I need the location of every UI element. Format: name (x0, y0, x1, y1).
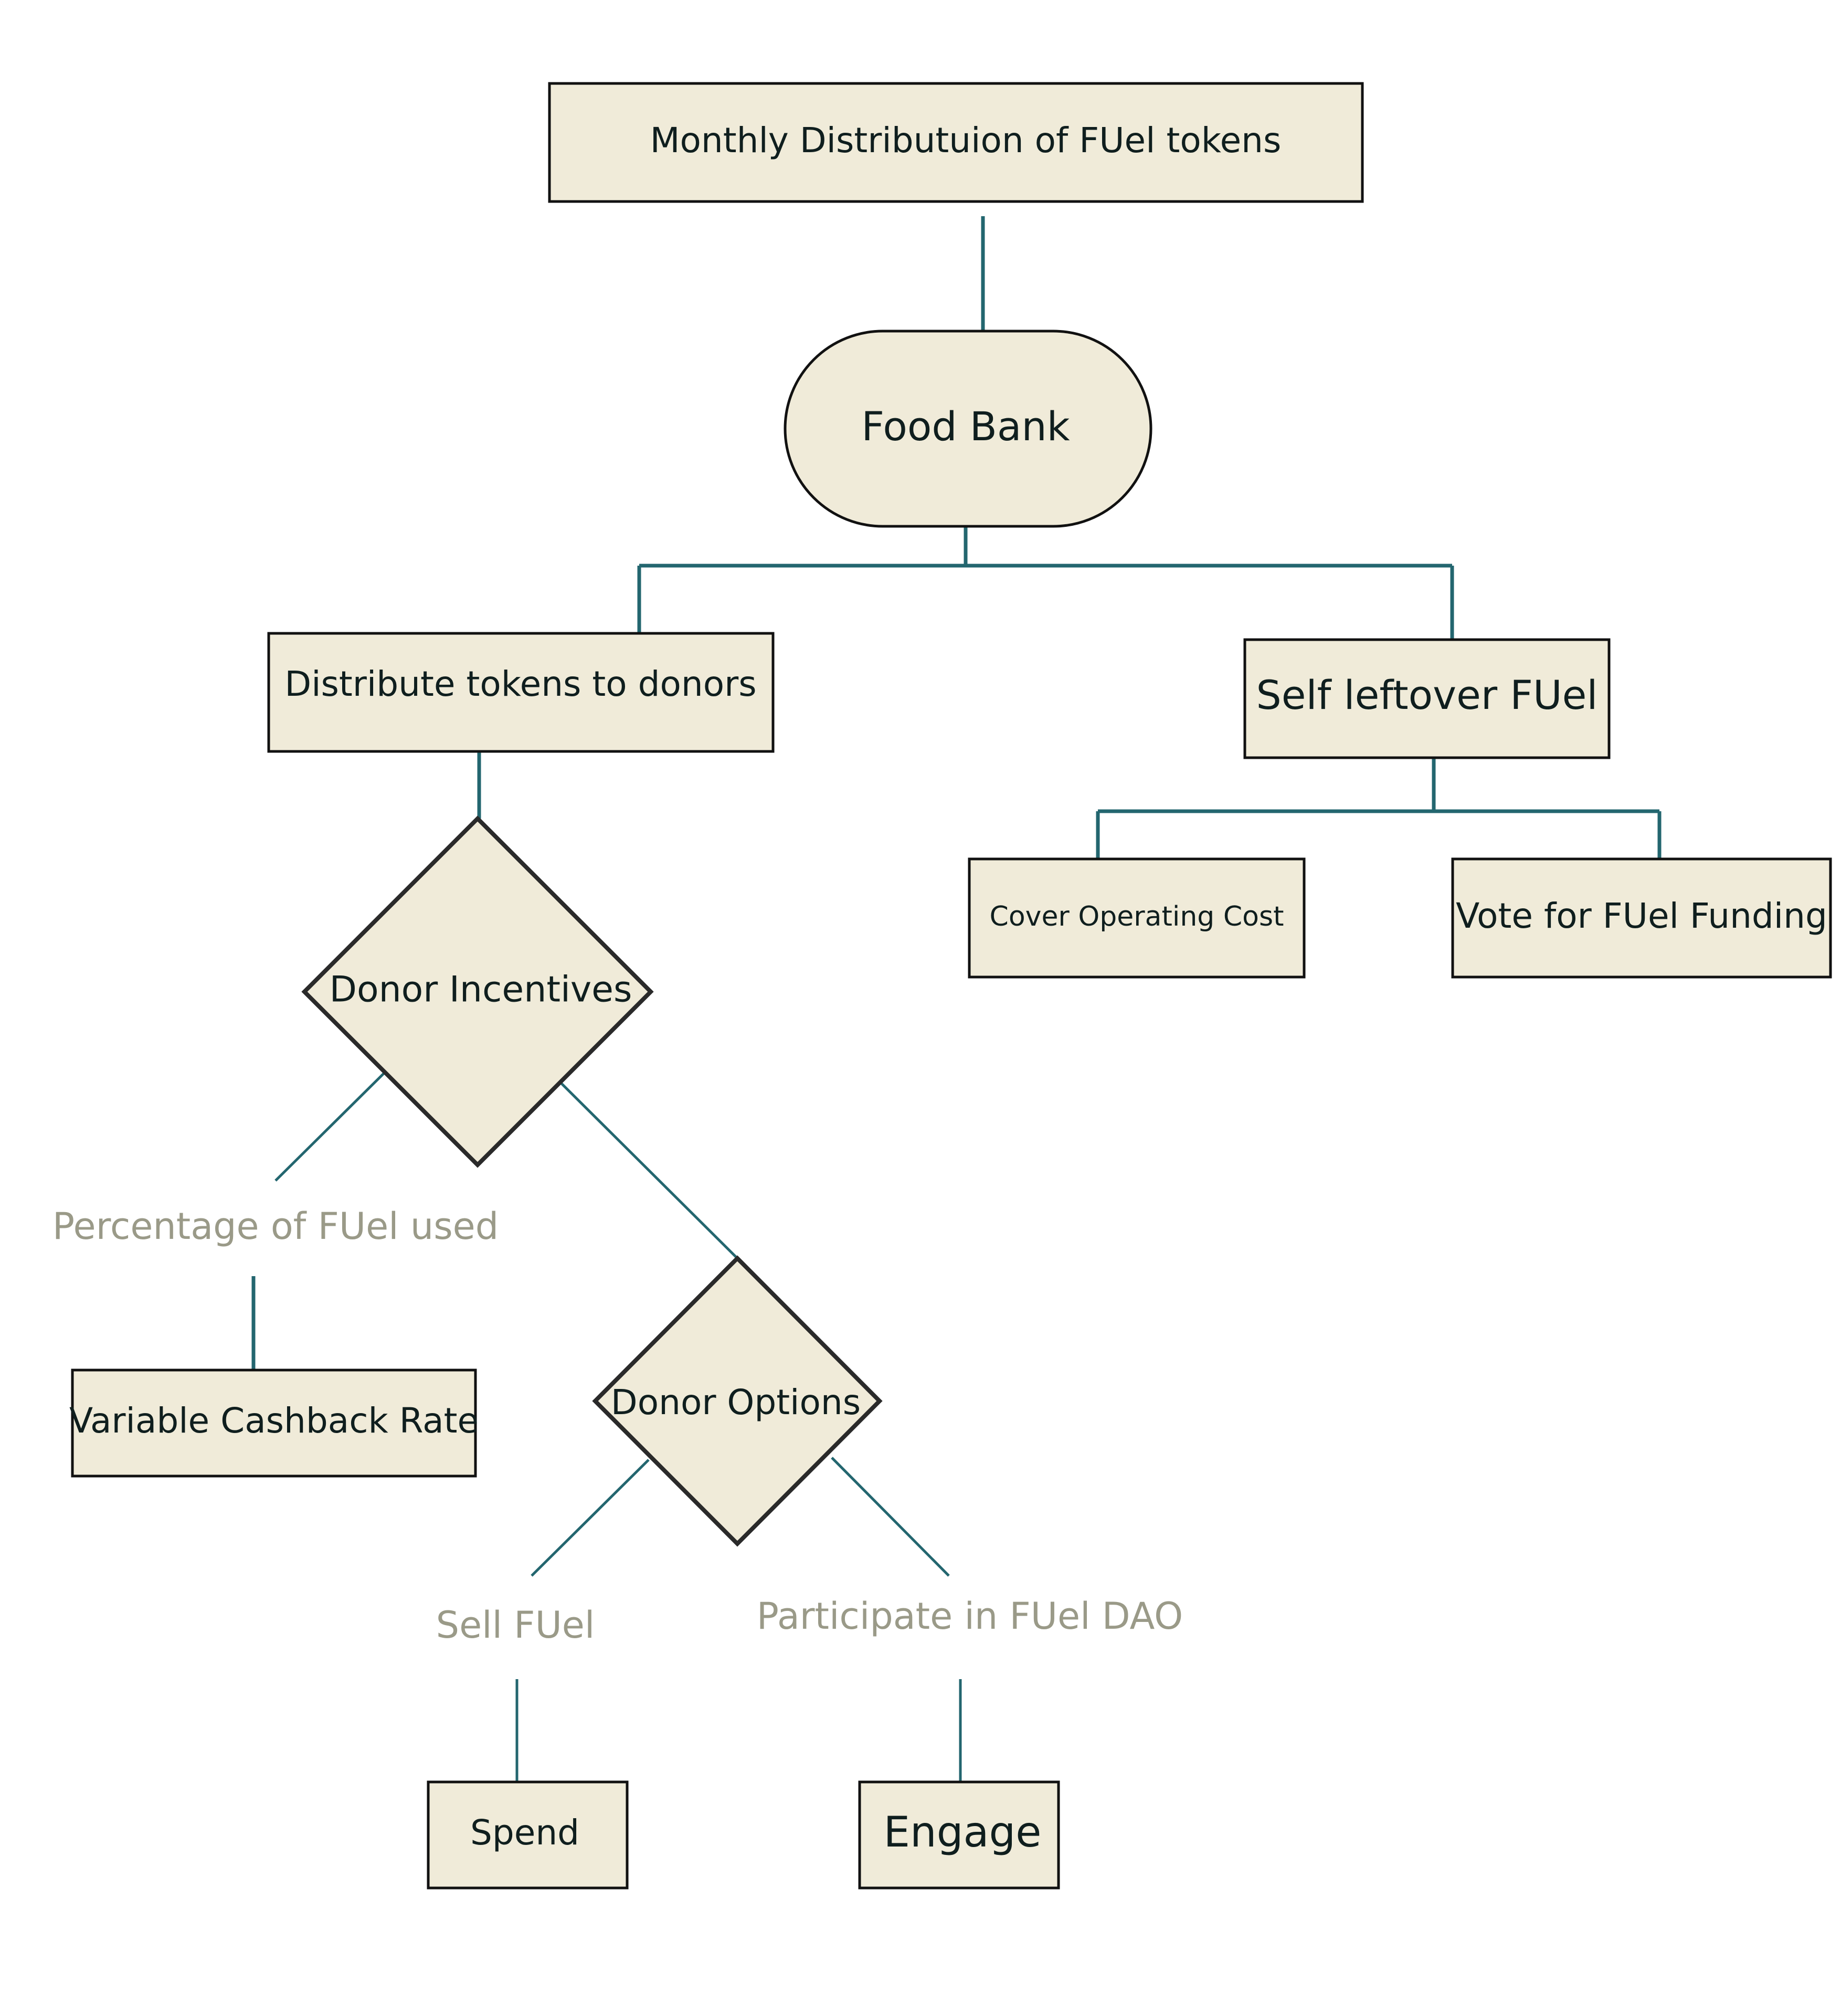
node-spend: Spend (427, 1780, 629, 1890)
node-self-leftover-label: Self leftover FUel (1256, 672, 1598, 718)
connectors (251, 216, 1662, 1781)
node-donor-incentives-label: Donor Incentives (330, 969, 632, 1011)
connector-options-to-sell (531, 1459, 650, 1577)
node-distribute-tokens-label: Distribute tokens to donors (284, 664, 756, 704)
node-self-leftover: Self leftover FUel (1243, 638, 1611, 759)
node-monthly-distribution-label: Monthly Distributuion of FUel tokens (650, 120, 1282, 161)
node-donor-options-label: Donor Options (611, 1382, 861, 1423)
node-donor-options: Donor Options (592, 1255, 883, 1547)
node-food-bank: Food Bank (784, 330, 1152, 528)
node-vote-for-funding-label: Vote for FUel Funding (1456, 896, 1827, 936)
node-food-bank-label: Food Bank (861, 403, 1070, 450)
edge-label-percentage-used: Percentage of FUel used (52, 1205, 499, 1248)
node-cover-operating-cost: Cover Operating Cost (968, 857, 1306, 979)
connector-options-to-participate (831, 1457, 950, 1577)
node-spend-label: Spend (470, 1812, 579, 1853)
node-monthly-distribution: Monthly Distributuion of FUel tokens (548, 82, 1364, 203)
node-variable-cashback-rate-label: Variable Cashback Rate (69, 1400, 479, 1441)
connector-incentives-to-percentage (274, 1072, 385, 1182)
node-engage-label: Engage (883, 1808, 1041, 1856)
connector-incentives-to-options (560, 1083, 737, 1258)
edge-label-sell-fuel: Sell FUel (436, 1604, 595, 1647)
node-engage: Engage (858, 1780, 1060, 1890)
edge-label-participate-dao: Participate in FUel DAO (757, 1595, 1183, 1638)
node-variable-cashback-rate: Variable Cashback Rate (69, 1368, 479, 1478)
node-vote-for-funding: Vote for FUel Funding (1451, 857, 1832, 979)
node-distribute-tokens: Distribute tokens to donors (267, 632, 775, 753)
node-donor-incentives: Donor Incentives (301, 815, 654, 1168)
node-cover-operating-cost-label: Cover Operating Cost (990, 901, 1284, 932)
